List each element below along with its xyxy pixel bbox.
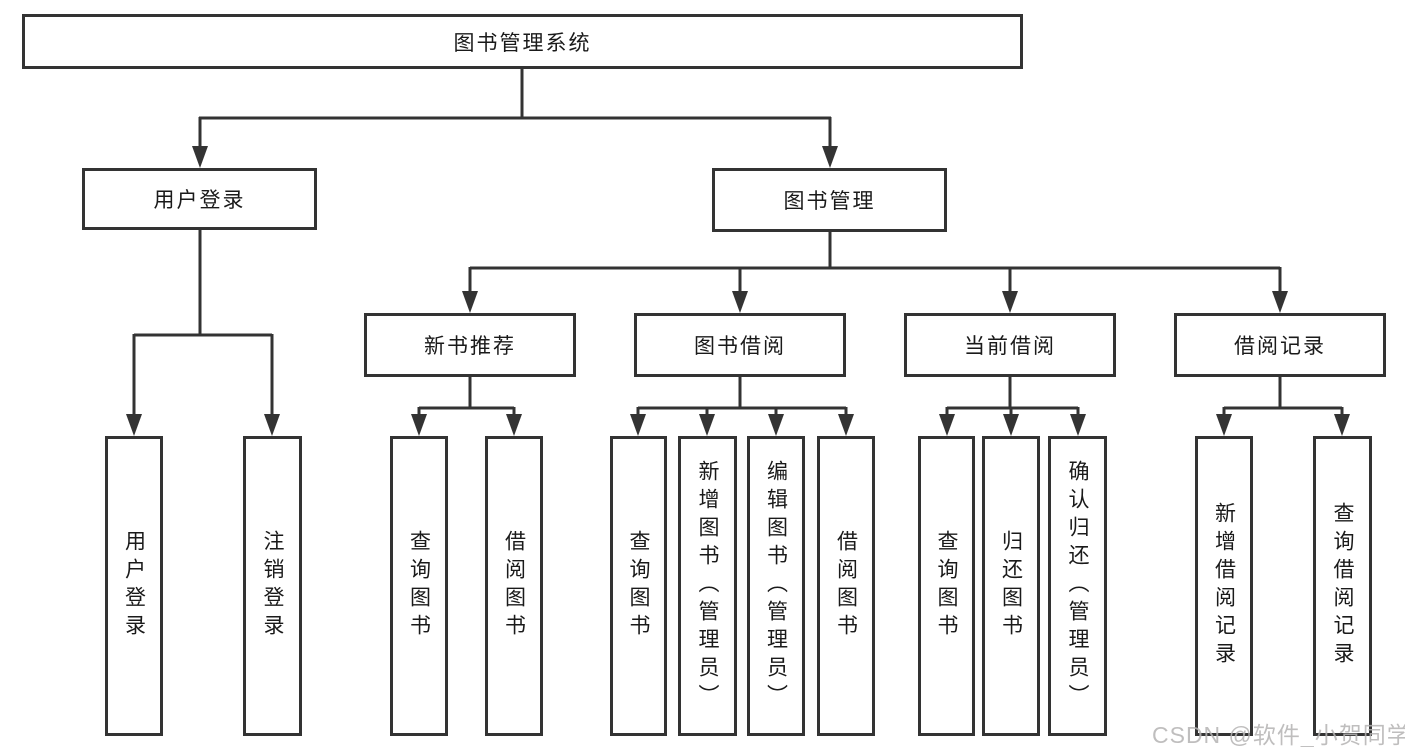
leaf-query-books-3: 查询图书	[918, 436, 975, 736]
arrowhead-down-icon	[1216, 414, 1232, 436]
csdn-watermark: CSDN @软件_小贺同学	[1152, 722, 1405, 747]
arrowhead-down-icon	[630, 414, 646, 436]
arrowhead-down-icon	[506, 414, 522, 436]
leaf-return-books: 归还图书	[982, 436, 1040, 736]
arrowhead-down-icon	[126, 414, 142, 436]
arrowhead-down-icon	[1272, 291, 1288, 313]
arrowhead-down-icon	[768, 414, 784, 436]
arrowhead-down-icon	[264, 414, 280, 436]
arrowhead-down-icon	[411, 414, 427, 436]
arrowhead-down-icon	[1334, 414, 1350, 436]
leaf-logout: 注销登录	[243, 436, 302, 736]
arrowhead-down-icon	[699, 414, 715, 436]
arrowhead-down-icon	[732, 291, 748, 313]
leaf-borrow-books-2: 借阅图书	[817, 436, 875, 736]
arrowhead-down-icon	[1003, 414, 1019, 436]
leaf-edit-book-admin: 编辑图书（管理员）	[747, 436, 805, 736]
node-new-book-recommend: 新书推荐	[364, 313, 576, 377]
arrowhead-down-icon	[1002, 291, 1018, 313]
arrowhead-down-icon	[939, 414, 955, 436]
node-user-login: 用户登录	[82, 168, 317, 230]
arrowhead-down-icon	[192, 146, 208, 168]
arrowhead-down-icon	[1070, 414, 1086, 436]
arrowhead-down-icon	[838, 414, 854, 436]
node-current-borrowing: 当前借阅	[904, 313, 1116, 377]
node-book-management: 图书管理	[712, 168, 947, 232]
leaf-add-book-admin: 新增图书（管理员）	[678, 436, 737, 736]
arrowhead-down-icon	[462, 291, 478, 313]
leaf-borrow-books-1: 借阅图书	[485, 436, 543, 736]
leaf-confirm-return-admin: 确认归还（管理员）	[1048, 436, 1107, 736]
node-borrow-records: 借阅记录	[1174, 313, 1386, 377]
arrowhead-down-icon	[822, 146, 838, 168]
leaf-user-login: 用户登录	[105, 436, 163, 736]
leaf-add-borrow-record: 新增借阅记录	[1195, 436, 1253, 736]
leaf-query-books-2: 查询图书	[610, 436, 667, 736]
node-root-system: 图书管理系统	[22, 14, 1023, 69]
node-book-borrowing: 图书借阅	[634, 313, 846, 377]
leaf-query-books-1: 查询图书	[390, 436, 448, 736]
leaf-query-borrow-record: 查询借阅记录	[1313, 436, 1372, 736]
